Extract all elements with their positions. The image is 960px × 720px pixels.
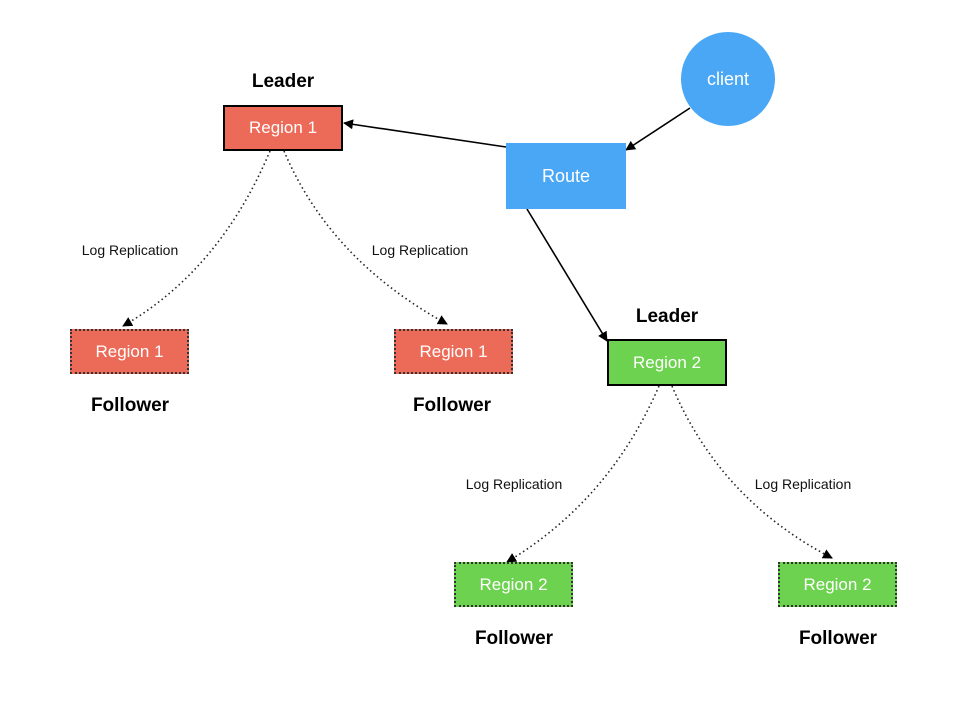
region1-follower-left-role: Follower xyxy=(90,395,170,416)
region2-leader-node: Region 2 xyxy=(607,339,727,386)
region1-replication-left-arrow xyxy=(122,150,271,327)
route-node: Route xyxy=(506,143,626,209)
region1-follower-left-label: Region 1 xyxy=(95,341,164,361)
region2-replication-right-arrow xyxy=(671,385,833,559)
region2-leader-label: Region 2 xyxy=(632,352,702,372)
region2-replication-right-label: Log Replication xyxy=(754,476,852,492)
region1-follower-right-role: Follower xyxy=(412,395,492,416)
region2-follower-left-label: Region 2 xyxy=(479,574,548,594)
region1-leader-label: Region 1 xyxy=(248,118,318,137)
region2-replication-left-label: Log Replication xyxy=(465,476,563,492)
region1-leader-node: Region 1 xyxy=(223,105,343,151)
client-label: client xyxy=(706,68,750,89)
region2-follower-right-node: Region 2 xyxy=(778,562,897,607)
region1-follower-right-node: Region 1 xyxy=(394,329,513,374)
client-to-route-arrow xyxy=(625,107,691,151)
region2-follower-left-role: Follower xyxy=(474,628,554,649)
region1-replication-right-label: Log Replication xyxy=(371,242,469,258)
region1-follower-left-node: Region 1 xyxy=(70,329,189,374)
region2-replication-left-arrow xyxy=(506,385,660,563)
route-to-region2-leader-arrow xyxy=(526,208,608,342)
route-label: Route xyxy=(541,165,591,186)
region1-follower-right-label: Region 1 xyxy=(419,341,488,361)
region2-leader-role: Leader xyxy=(635,306,699,327)
region2-follower-right-label: Region 2 xyxy=(803,574,872,594)
region2-follower-left-node: Region 2 xyxy=(454,562,573,607)
region1-leader-role: Leader xyxy=(251,71,315,92)
region2-follower-right-role: Follower xyxy=(798,628,878,649)
client-node: client xyxy=(681,32,775,126)
region1-replication-left-label: Log Replication xyxy=(81,242,179,258)
route-to-region1-leader-arrow xyxy=(343,119,507,148)
region1-replication-right-arrow xyxy=(283,150,448,325)
